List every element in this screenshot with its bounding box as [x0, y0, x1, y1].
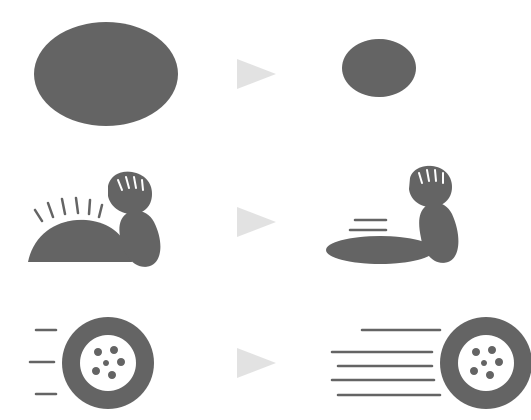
- large-ellipse-icon: [34, 22, 178, 126]
- small-ellipse-icon: [342, 39, 416, 97]
- impact-lines-icon: [35, 198, 102, 221]
- row-2: [28, 166, 458, 267]
- tall-mound-shape: [28, 220, 132, 262]
- triangle-arrow-icon: [237, 59, 276, 89]
- motion-lines-icon: [350, 220, 386, 230]
- triangle-arrow-icon: [237, 207, 276, 237]
- slow-moving-tire-icon: [30, 317, 154, 409]
- row-1: [34, 22, 416, 126]
- row-3: [30, 317, 531, 409]
- fist-pressing-tall-mound-icon: [28, 172, 160, 267]
- motion-lines-icon: [30, 330, 56, 394]
- fast-moving-tire-icon: [332, 317, 531, 409]
- fist-pressing-flat-mound-icon: [326, 166, 458, 264]
- fist-shape: [409, 166, 452, 207]
- fist-shape: [108, 172, 152, 214]
- flat-mound-shape: [326, 236, 434, 264]
- triangle-arrow-icon: [237, 348, 276, 378]
- motion-lines-icon: [332, 330, 440, 395]
